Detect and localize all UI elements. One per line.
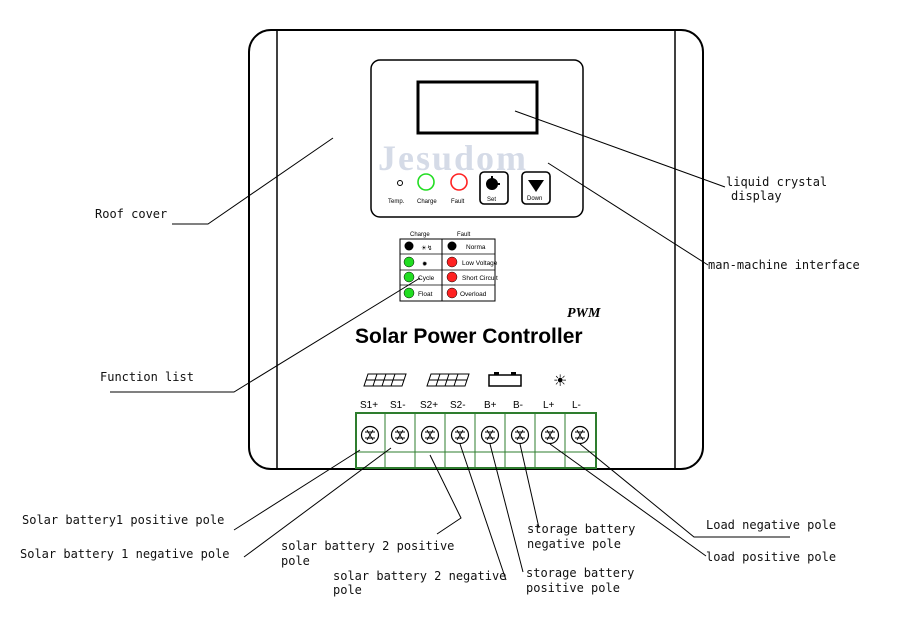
leader-s1-neg: [243, 447, 392, 558]
fault-row-1-label: Norma: [466, 244, 486, 251]
terminal-screw-b-pos: [480, 425, 500, 445]
callout-lcd-line2: display: [731, 189, 782, 203]
charge-led-icon: [417, 173, 435, 191]
fault-red-led-icon: [446, 256, 458, 268]
callout-b-neg-line1: storage battery: [527, 522, 635, 536]
temp-label: Temp.: [388, 199, 405, 205]
callout-function-list: Function list: [100, 370, 194, 384]
fault-led-icon: [450, 173, 468, 191]
lamp-icon: ☀: [553, 371, 567, 390]
leader-s2-neg: [459, 443, 507, 581]
terminal-block: [355, 412, 597, 469]
device-title: Solar Power Controller: [355, 325, 583, 348]
leader-s2-pos: [429, 454, 462, 535]
leader-function-list: [110, 277, 421, 393]
callout-lcd-line1: liquid crystal: [726, 175, 827, 189]
callout-b-neg-line2: negative pole: [527, 537, 621, 551]
leader-b-pos: [489, 443, 524, 573]
charge-green-led-icon: [403, 256, 415, 268]
charge-label: Charge: [417, 199, 437, 205]
callout-b-pos-line2: positive pole: [526, 581, 620, 595]
sun-icon: ✹: [422, 260, 428, 268]
down-button[interactable]: Down: [521, 171, 551, 205]
leader-b-neg: [519, 443, 540, 529]
down-label: Down: [527, 196, 542, 202]
float-led-icon: [403, 287, 415, 299]
callout-s1-neg: Solar battery 1 negative pole: [20, 547, 230, 561]
terminal-label-s1-pos: S1+: [360, 400, 378, 411]
terminal-label-b-neg: B-: [513, 400, 523, 411]
charge-off-icon: [404, 241, 414, 251]
leader-lines: [110, 110, 790, 581]
terminal-screw-l-pos: [540, 425, 560, 445]
terminal-screw-l-neg: [570, 425, 590, 445]
cycle-led-icon: [403, 271, 415, 283]
terminal-screw-s1-neg: [390, 425, 410, 445]
callout-hmi: man-machine interface: [708, 258, 860, 272]
terminal-label-b-pos: B+: [484, 400, 497, 411]
leader-hmi: [547, 162, 709, 266]
callout-s1-pos: Solar battery1 positive pole: [22, 513, 224, 527]
function-list: Charge Fault ☀↯ Norma ✹ Low Voltage Cycl…: [399, 232, 498, 302]
callout-s2-neg-line1: solar battery 2 negative: [333, 569, 506, 583]
callout-s2-pos-line1: solar battery 2 positive: [281, 539, 454, 553]
function-list-header-charge: Charge: [410, 232, 430, 238]
terminal-screw-s2-neg: [450, 425, 470, 445]
terminal-screw-b-neg: [510, 425, 530, 445]
leader-l-neg: [579, 443, 790, 538]
leader-s1-pos: [233, 449, 361, 531]
charge-row-4-label: Float: [418, 291, 433, 298]
fault-row-2-label: Low Voltage: [462, 260, 498, 267]
temp-indicator-icon: [397, 180, 403, 186]
leader-lcd: [514, 110, 726, 188]
terminal-label-s2-pos: S2+: [420, 400, 438, 411]
set-gear-icon: [486, 176, 500, 190]
down-arrow-icon: [528, 180, 544, 192]
solar-panel-2-icon: [426, 373, 470, 387]
solar-panel-1-icon: [363, 373, 407, 387]
terminal-screw-s1-pos: [360, 425, 380, 445]
callout-load-neg: Load negative pole: [706, 518, 836, 532]
charge-curve-icon: ☀↯: [421, 244, 432, 252]
callout-roof-cover: Roof cover: [95, 207, 167, 221]
terminal-label-s2-neg: S2-: [450, 400, 466, 411]
terminal-label-s1-neg: S1-: [390, 400, 406, 411]
callout-b-pos-line1: storage battery: [526, 566, 634, 580]
overload-led-icon: [446, 287, 458, 299]
terminal-screw-s2-pos: [420, 425, 440, 445]
callout-s2-neg-line2: pole: [333, 583, 362, 597]
fault-row-4-label: Overload: [460, 291, 487, 298]
battery-icon: [488, 372, 522, 387]
fault-off-icon: [447, 241, 457, 251]
lcd-display: [416, 80, 539, 135]
leader-roof-cover: [172, 137, 334, 225]
control-panel: Jesudom Temp. Charge Fault Set Down: [370, 59, 584, 218]
fault-label: Fault: [451, 199, 465, 205]
function-list-header-fault: Fault: [457, 232, 471, 238]
terminal-label-l-pos: L+: [543, 400, 555, 411]
terminal-label-l-neg: L-: [572, 400, 581, 411]
callout-load-pos: load positive pole: [706, 550, 836, 564]
fault-row-3-label: Short Circuit: [462, 275, 498, 282]
pwm-label: PWM: [567, 306, 601, 321]
charge-row-3-label: Cycle: [418, 275, 435, 282]
set-button[interactable]: Set: [479, 171, 509, 205]
leader-l-pos: [549, 443, 707, 557]
set-label: Set: [487, 197, 496, 203]
callout-s2-pos-line2: pole: [281, 554, 310, 568]
short-circuit-led-icon: [446, 271, 458, 283]
